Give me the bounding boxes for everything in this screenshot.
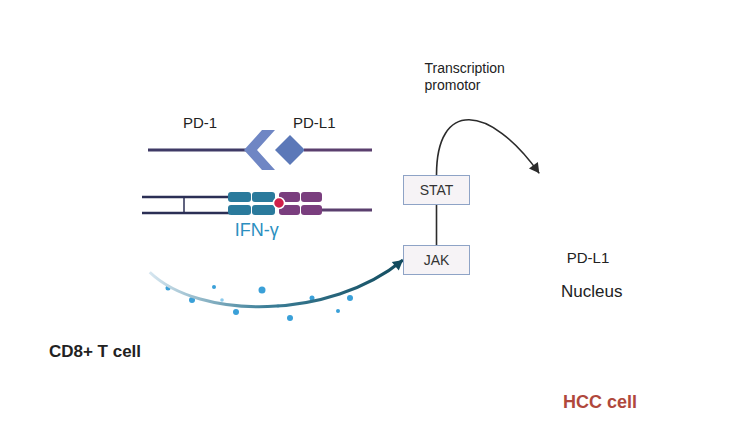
cytokine-dots bbox=[166, 285, 354, 321]
nucleus: PD-L1Nucleus bbox=[503, 158, 673, 328]
molecule-label: PD-1 bbox=[183, 114, 217, 131]
connector-line bbox=[437, 120, 540, 175]
molecule-label: PD-L1 bbox=[293, 114, 336, 131]
cell-label: CD8+ T cell bbox=[49, 342, 141, 362]
connector bbox=[436, 205, 437, 245]
connector-line bbox=[150, 260, 403, 307]
box-label: JAK bbox=[424, 252, 450, 268]
connector bbox=[150, 260, 403, 307]
arrow-head bbox=[529, 162, 539, 173]
edge-label: Transcription promotor bbox=[425, 60, 535, 94]
arrow-head bbox=[392, 260, 403, 271]
process-box: JAK bbox=[403, 245, 470, 275]
process-box: STAT bbox=[403, 175, 470, 205]
edge-label: IFN-γ bbox=[235, 220, 279, 241]
t-cell: CD8+ T cell bbox=[0, 96, 170, 320]
connector bbox=[437, 120, 540, 175]
nucleus-outline bbox=[503, 158, 673, 328]
gene-label: PD-L1 bbox=[567, 249, 610, 266]
hcc-cell: HCC cellSTATJAKPD-L1Nucleus bbox=[360, 6, 745, 378]
pd1-pdl1-pair bbox=[148, 130, 372, 170]
cell-label: HCC cell bbox=[563, 392, 637, 413]
cell-outline bbox=[0, 96, 170, 320]
tcr-mhc-pair bbox=[142, 192, 372, 215]
connector-line bbox=[436, 205, 438, 245]
nucleus-label: Nucleus bbox=[561, 282, 622, 302]
box-label: STAT bbox=[420, 182, 454, 198]
